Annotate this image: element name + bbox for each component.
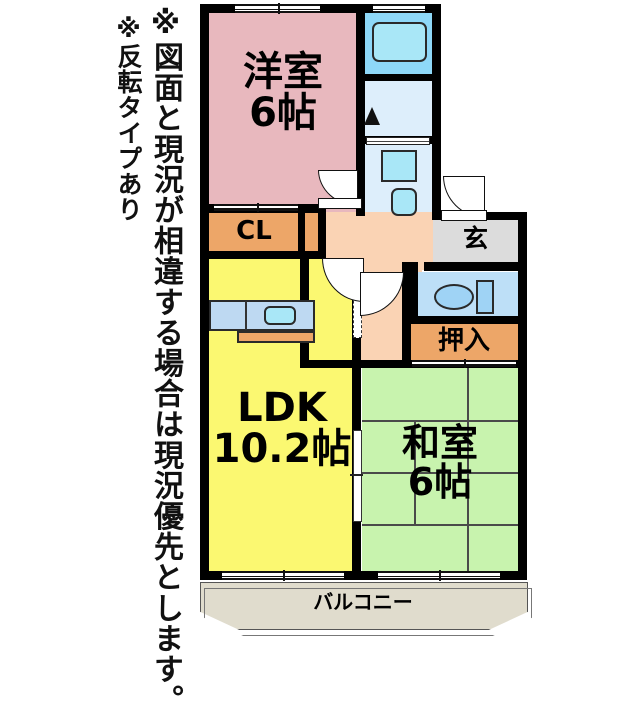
door-ldk-hall-slide[interactable] bbox=[353, 430, 362, 522]
wall-toilet-bottom bbox=[410, 316, 527, 324]
door-washroom-slide[interactable] bbox=[366, 137, 430, 145]
label-genkan: 玄 bbox=[433, 226, 518, 252]
wall-oshiire-left bbox=[402, 316, 411, 368]
tatami-seam bbox=[467, 472, 469, 576]
window-youshitsu-cl-line bbox=[214, 203, 300, 212]
ldk-name: LDK bbox=[237, 385, 327, 431]
wall-toilet-left bbox=[410, 262, 418, 324]
youshitsu-size: 6帖 bbox=[249, 89, 317, 136]
toilet-tank-icon bbox=[476, 280, 494, 314]
wall-cl-right bbox=[298, 204, 305, 259]
wall-cl-bottom bbox=[200, 251, 322, 259]
window-washitsu-south bbox=[378, 570, 500, 581]
disclaimer-note-main: ※図面と現況が相違する場合は現況優先とします。 bbox=[148, 6, 183, 715]
oshiire-door-line bbox=[412, 359, 516, 368]
tatami-seam bbox=[414, 420, 416, 524]
washing-machine-fixture bbox=[391, 188, 417, 216]
disclaimer-note-sub: ※反転タイプあり bbox=[114, 14, 143, 222]
youshitsu-name: 洋室 bbox=[243, 49, 323, 95]
room-genkan bbox=[433, 218, 518, 264]
kitchen-counter-fixture bbox=[209, 300, 315, 331]
room-oshiire bbox=[410, 320, 518, 363]
window-youshitsu-north bbox=[235, 3, 320, 14]
stove-range-fixture bbox=[237, 331, 315, 343]
kitchen-sink-icon bbox=[264, 306, 296, 325]
room-hallway-right bbox=[410, 212, 435, 270]
tatami-seam bbox=[467, 368, 469, 472]
toilet-bowl-icon bbox=[434, 284, 474, 310]
washitsu-name: 和室 bbox=[401, 421, 478, 465]
wall-outer-top bbox=[200, 4, 440, 13]
bathtub-fixture bbox=[372, 22, 427, 62]
balcony-area bbox=[200, 582, 528, 630]
room-closet-cl-side bbox=[304, 212, 319, 256]
wall-outer-right-genkan bbox=[518, 212, 527, 580]
ldk-size: 10.2帖 bbox=[212, 425, 352, 472]
door-vanity-leaf[interactable] bbox=[441, 210, 487, 221]
cl-text: CL bbox=[236, 216, 272, 246]
genkan-text: 玄 bbox=[462, 224, 488, 253]
wall-outer-bottom bbox=[200, 571, 527, 580]
label-cl: CL bbox=[208, 218, 300, 245]
label-washitsu: 和室 6帖 bbox=[362, 424, 518, 502]
tatami-seam bbox=[362, 524, 518, 526]
floor-plan-canvas: ※図面と現況が相違する場合は現況優先とします。 ※反転タイプあり バルコニー bbox=[114, 3, 532, 715]
wall-youshitsu-bath bbox=[356, 4, 365, 216]
door-youshitsu-leaf[interactable] bbox=[318, 198, 362, 209]
wall-bath-washroom bbox=[356, 74, 441, 81]
wall-genkan-bottom bbox=[424, 262, 527, 271]
slide-door-marker bbox=[350, 474, 363, 476]
label-oshiire: 押入 bbox=[410, 328, 518, 355]
label-ldk: LDK 10.2帖 bbox=[208, 388, 356, 470]
window-bath-north bbox=[373, 4, 425, 13]
room-closet-cl bbox=[208, 212, 300, 256]
wall-cl-hall-divider bbox=[318, 204, 326, 259]
tatami-seam bbox=[362, 472, 518, 474]
kitchen-counter-divider bbox=[245, 301, 247, 330]
wall-outer-right-upper bbox=[432, 4, 441, 220]
wall-ldk-east bbox=[352, 258, 361, 576]
vanity-basin-fixture bbox=[381, 150, 417, 182]
wall-hall-right bbox=[402, 262, 410, 368]
balcony-label: バルコニー bbox=[313, 590, 413, 614]
oshiire-text: 押入 bbox=[437, 326, 490, 356]
tatami-seam bbox=[362, 420, 518, 422]
window-ldk-south bbox=[222, 570, 344, 581]
label-youshitsu: 洋室 6帖 bbox=[208, 52, 358, 134]
wall-outer-left bbox=[200, 4, 209, 580]
balcony-outline-shadow bbox=[204, 588, 532, 636]
washitsu-size: 6帖 bbox=[407, 459, 473, 504]
